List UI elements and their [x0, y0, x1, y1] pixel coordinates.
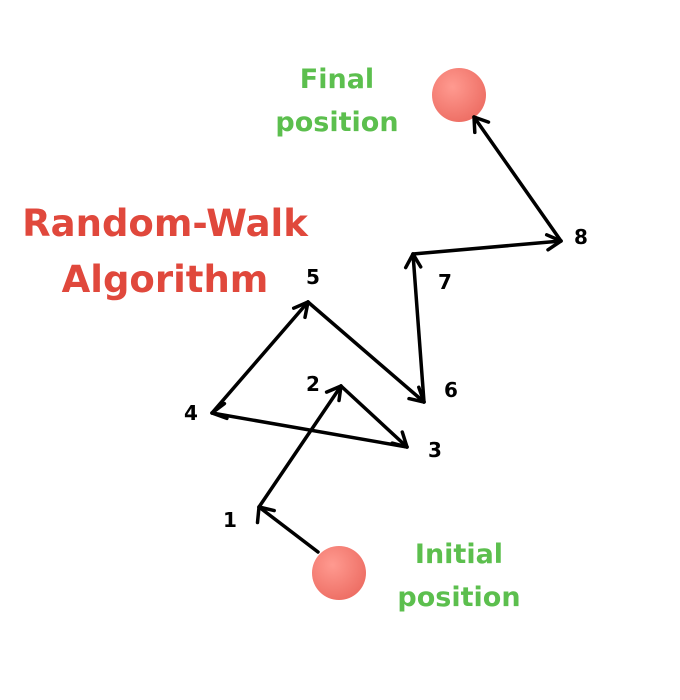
- step-label-6: 6: [444, 378, 458, 402]
- step-label-7: 7: [438, 270, 452, 294]
- step-arrow-5: [210, 300, 310, 415]
- step-arrow-2: [257, 384, 343, 509]
- step-arrow-9: [472, 115, 563, 243]
- step-arrow-7: [403, 252, 426, 404]
- title-line-1: Random-Walk: [22, 202, 309, 245]
- step-arrow-6: [306, 300, 426, 404]
- final-position-label-line-1: Final: [300, 64, 374, 95]
- initial-position-label-line-1: Initial: [415, 539, 503, 570]
- initial-position-marker: [312, 546, 366, 600]
- step-label-5: 5: [306, 265, 320, 289]
- step-label-2: 2: [306, 372, 320, 396]
- step-arrow-1: [255, 505, 320, 554]
- initial-position-label-line-2: position: [397, 582, 520, 613]
- step-label-1: 1: [223, 508, 237, 532]
- final-position-marker: [432, 68, 486, 122]
- step-label-8: 8: [574, 225, 588, 249]
- step-label-3: 3: [428, 438, 442, 462]
- final-position-label-line-2: position: [275, 107, 398, 138]
- step-arrow-8: [411, 233, 563, 256]
- step-label-4: 4: [184, 401, 198, 425]
- step-arrow-4: [210, 401, 409, 449]
- title-line-2: Algorithm: [62, 258, 269, 301]
